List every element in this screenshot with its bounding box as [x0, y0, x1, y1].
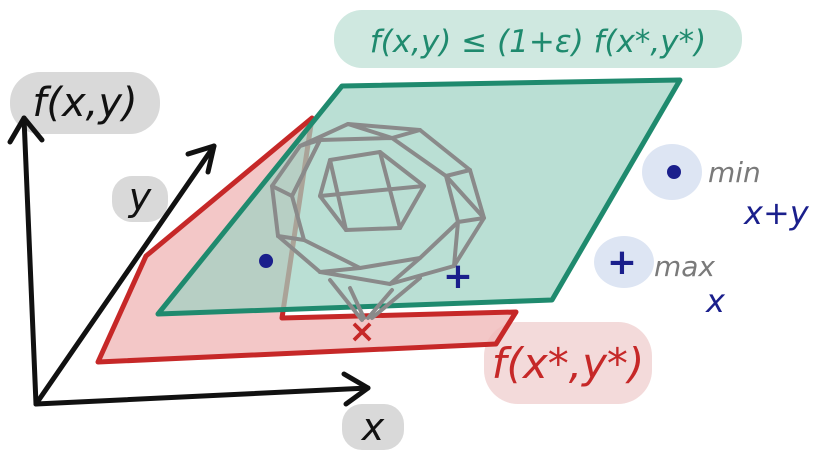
max-legend-vars: x	[705, 282, 726, 320]
y-axis-label-bubble	[112, 176, 168, 222]
y-axis-label: y	[128, 175, 152, 219]
min-legend-label: min	[708, 156, 761, 189]
upper-bound-label: f(x,y) ≤ (1+ε) f(x*,y*)	[370, 24, 706, 60]
x-axis-label-bubble	[342, 404, 404, 450]
f-axis-label: f(x,y)	[32, 80, 137, 126]
min-point-marker: •	[253, 240, 279, 286]
min-legend-dot	[667, 165, 681, 179]
x-axis	[33, 385, 371, 407]
max-legend-plus: +	[607, 242, 637, 283]
axis-labels: f(x,y) y x	[32, 80, 384, 449]
legend: min x+y + max x	[607, 156, 810, 320]
f-axis-arrowhead	[7, 115, 45, 145]
label-bubbles	[10, 10, 742, 450]
x-axis-arrowhead	[341, 371, 371, 407]
min-legend-vars: x+y	[743, 194, 810, 232]
max-point-marker: +	[443, 256, 473, 297]
f-axis-label-bubble	[10, 72, 160, 134]
optimum-point-marker: ×	[349, 312, 376, 350]
feasible-polytope	[270, 122, 486, 322]
max-legend-bubble	[594, 236, 654, 288]
optimum-label-bubble	[484, 322, 652, 404]
max-legend-label: max	[654, 250, 715, 283]
plane-markers: • + ×	[253, 240, 473, 350]
x-axis-label: x	[361, 405, 385, 449]
axes	[7, 115, 371, 407]
y-axis	[33, 143, 217, 407]
optimum-label: f(x*,y*)	[492, 339, 645, 388]
y-axis-arrowhead	[185, 143, 217, 175]
f-axis	[21, 115, 39, 407]
upper-bound-label-bubble	[334, 10, 742, 68]
